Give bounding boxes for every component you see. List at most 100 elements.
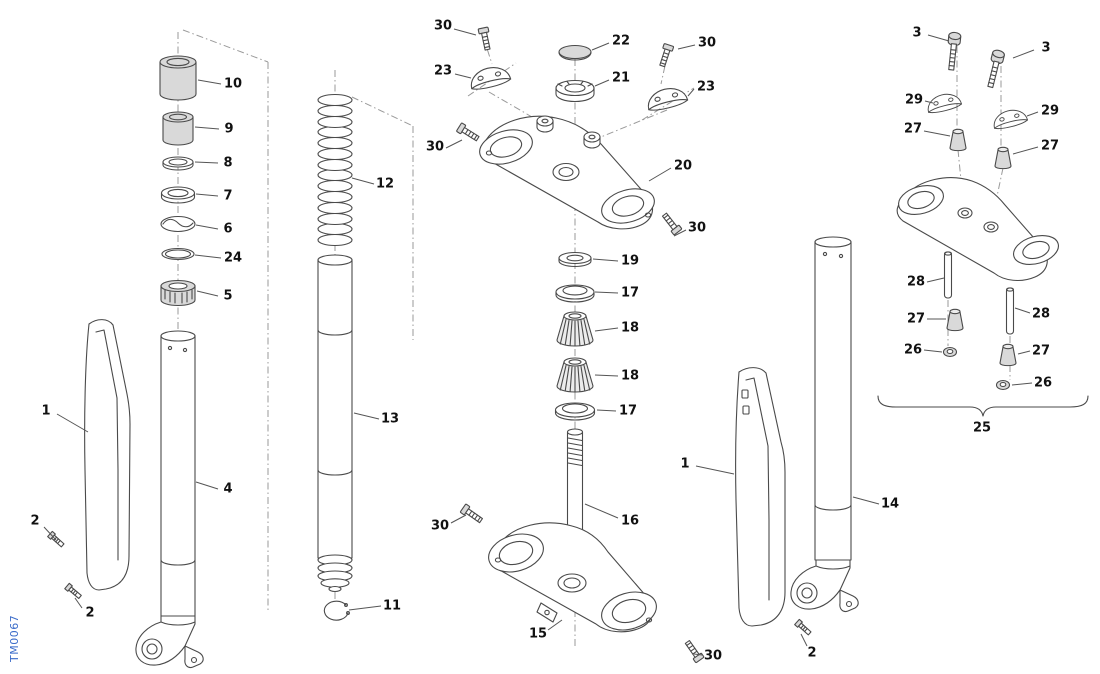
svg-text:1: 1 bbox=[41, 404, 50, 419]
part-callout-25: 25 bbox=[973, 421, 991, 436]
part-27-rubber-cones-lower bbox=[946, 308, 1017, 367]
part-1-fork-guard-left bbox=[84, 319, 131, 591]
svg-text:26: 26 bbox=[904, 343, 922, 358]
part-5-adjuster-cap bbox=[160, 279, 196, 307]
svg-text:17: 17 bbox=[619, 404, 637, 419]
right-fork-assembly bbox=[735, 236, 859, 637]
svg-text:20: 20 bbox=[674, 159, 692, 174]
svg-text:3: 3 bbox=[1041, 41, 1050, 56]
svg-text:18: 18 bbox=[621, 369, 639, 384]
part-callout-12: 12 bbox=[351, 177, 394, 192]
part-callout-26: 26 bbox=[1011, 376, 1052, 391]
part-3-bolts bbox=[944, 31, 1006, 89]
svg-text:16: 16 bbox=[621, 514, 639, 529]
svg-text:4: 4 bbox=[223, 482, 232, 497]
svg-text:23: 23 bbox=[434, 64, 452, 79]
svg-text:13: 13 bbox=[381, 412, 399, 427]
part-callout-7: 7 bbox=[195, 189, 233, 204]
svg-text:21: 21 bbox=[612, 71, 630, 86]
svg-text:15: 15 bbox=[529, 627, 547, 642]
part-callout-18: 18 bbox=[594, 321, 639, 336]
part-29-bar-clamps bbox=[924, 90, 1029, 132]
part-15-lower-triple-clamp bbox=[488, 522, 657, 633]
part-callout-9: 9 bbox=[194, 122, 234, 137]
svg-text:27: 27 bbox=[907, 312, 925, 327]
part-18-bearing-lower bbox=[556, 357, 594, 393]
svg-text:22: 22 bbox=[612, 34, 630, 49]
part-6-retainer-clip bbox=[160, 215, 196, 233]
svg-text:17: 17 bbox=[621, 286, 639, 301]
part-callout-2: 2 bbox=[30, 514, 57, 541]
bar-mount-clamp-drawing bbox=[896, 177, 1059, 282]
part-callout-30: 30 bbox=[426, 140, 463, 155]
part-9-spacer bbox=[162, 111, 194, 146]
svg-text:30: 30 bbox=[434, 19, 452, 34]
svg-text:28: 28 bbox=[907, 275, 925, 290]
part-callout-29: 29 bbox=[905, 93, 934, 108]
part-8-washer bbox=[162, 156, 194, 171]
part-callout-11: 11 bbox=[348, 599, 401, 614]
part-17-bearing-seal-lower bbox=[554, 402, 596, 421]
svg-text:1: 1 bbox=[680, 457, 689, 472]
svg-text:25: 25 bbox=[973, 421, 991, 436]
svg-text:3: 3 bbox=[912, 26, 921, 41]
part-callout-27: 27 bbox=[907, 312, 946, 327]
part-27-rubber-cones-upper bbox=[949, 128, 1012, 170]
group-25-brace bbox=[877, 395, 1089, 417]
part-callout-30: 30 bbox=[677, 36, 716, 51]
svg-text:18: 18 bbox=[621, 321, 639, 336]
part-callout-13: 13 bbox=[353, 412, 399, 427]
part-callout-19: 19 bbox=[592, 254, 639, 269]
svg-text:26: 26 bbox=[1034, 376, 1052, 391]
part-17-bearing-seal-upper bbox=[555, 284, 595, 303]
part-7-seal bbox=[160, 186, 196, 204]
part-callout-17: 17 bbox=[596, 404, 637, 419]
part-callout-14: 14 bbox=[852, 497, 899, 512]
part-callout-1: 1 bbox=[680, 457, 735, 475]
part-callout-3: 3 bbox=[1012, 41, 1051, 59]
part-callout-10: 10 bbox=[197, 77, 242, 92]
drawing-code: TM0067 bbox=[8, 615, 21, 663]
part-callout-20: 20 bbox=[648, 159, 692, 182]
part-callout-1: 1 bbox=[41, 404, 89, 433]
part-callout-30: 30 bbox=[693, 649, 722, 664]
part-11-snap-ring bbox=[323, 600, 350, 621]
part-callout-3: 3 bbox=[912, 26, 950, 42]
part-24-ring bbox=[161, 247, 195, 261]
part-18-bearing-upper bbox=[556, 311, 594, 347]
svg-text:29: 29 bbox=[905, 93, 923, 108]
part-2-bolts-left bbox=[47, 530, 83, 601]
part-14-fork-tube bbox=[790, 236, 859, 613]
svg-text:27: 27 bbox=[1032, 344, 1050, 359]
part-28-pins bbox=[943, 251, 1015, 335]
part-callout-5: 5 bbox=[196, 289, 233, 304]
part-callout-29: 29 bbox=[1026, 104, 1059, 119]
part-callout-30: 30 bbox=[431, 514, 467, 534]
part-callout-27: 27 bbox=[1017, 344, 1050, 359]
part-callout-18: 18 bbox=[594, 369, 639, 384]
part-callout-22: 22 bbox=[591, 34, 630, 51]
part-callout-16: 16 bbox=[584, 503, 639, 529]
svg-text:30: 30 bbox=[426, 140, 444, 155]
spring-cartridge-assembly bbox=[317, 93, 353, 621]
svg-text:14: 14 bbox=[881, 497, 899, 512]
svg-text:10: 10 bbox=[224, 77, 242, 92]
part-20-upper-triple-clamp bbox=[479, 115, 655, 230]
part-19-washer bbox=[558, 251, 592, 268]
part-21-steering-nut bbox=[555, 79, 595, 103]
part-callout-17: 17 bbox=[594, 286, 639, 301]
svg-text:29: 29 bbox=[1041, 104, 1059, 119]
part-callout-27: 27 bbox=[1012, 139, 1059, 155]
svg-text:30: 30 bbox=[431, 519, 449, 534]
svg-text:12: 12 bbox=[376, 177, 394, 192]
svg-text:7: 7 bbox=[223, 189, 232, 204]
part-10-top-cap bbox=[159, 55, 197, 101]
svg-text:27: 27 bbox=[904, 122, 922, 137]
part-callout-15: 15 bbox=[529, 619, 563, 642]
left-fork-assembly bbox=[47, 55, 204, 669]
svg-text:30: 30 bbox=[698, 36, 716, 51]
part-13-cartridge-tube bbox=[317, 254, 353, 593]
svg-text:9: 9 bbox=[224, 122, 233, 137]
